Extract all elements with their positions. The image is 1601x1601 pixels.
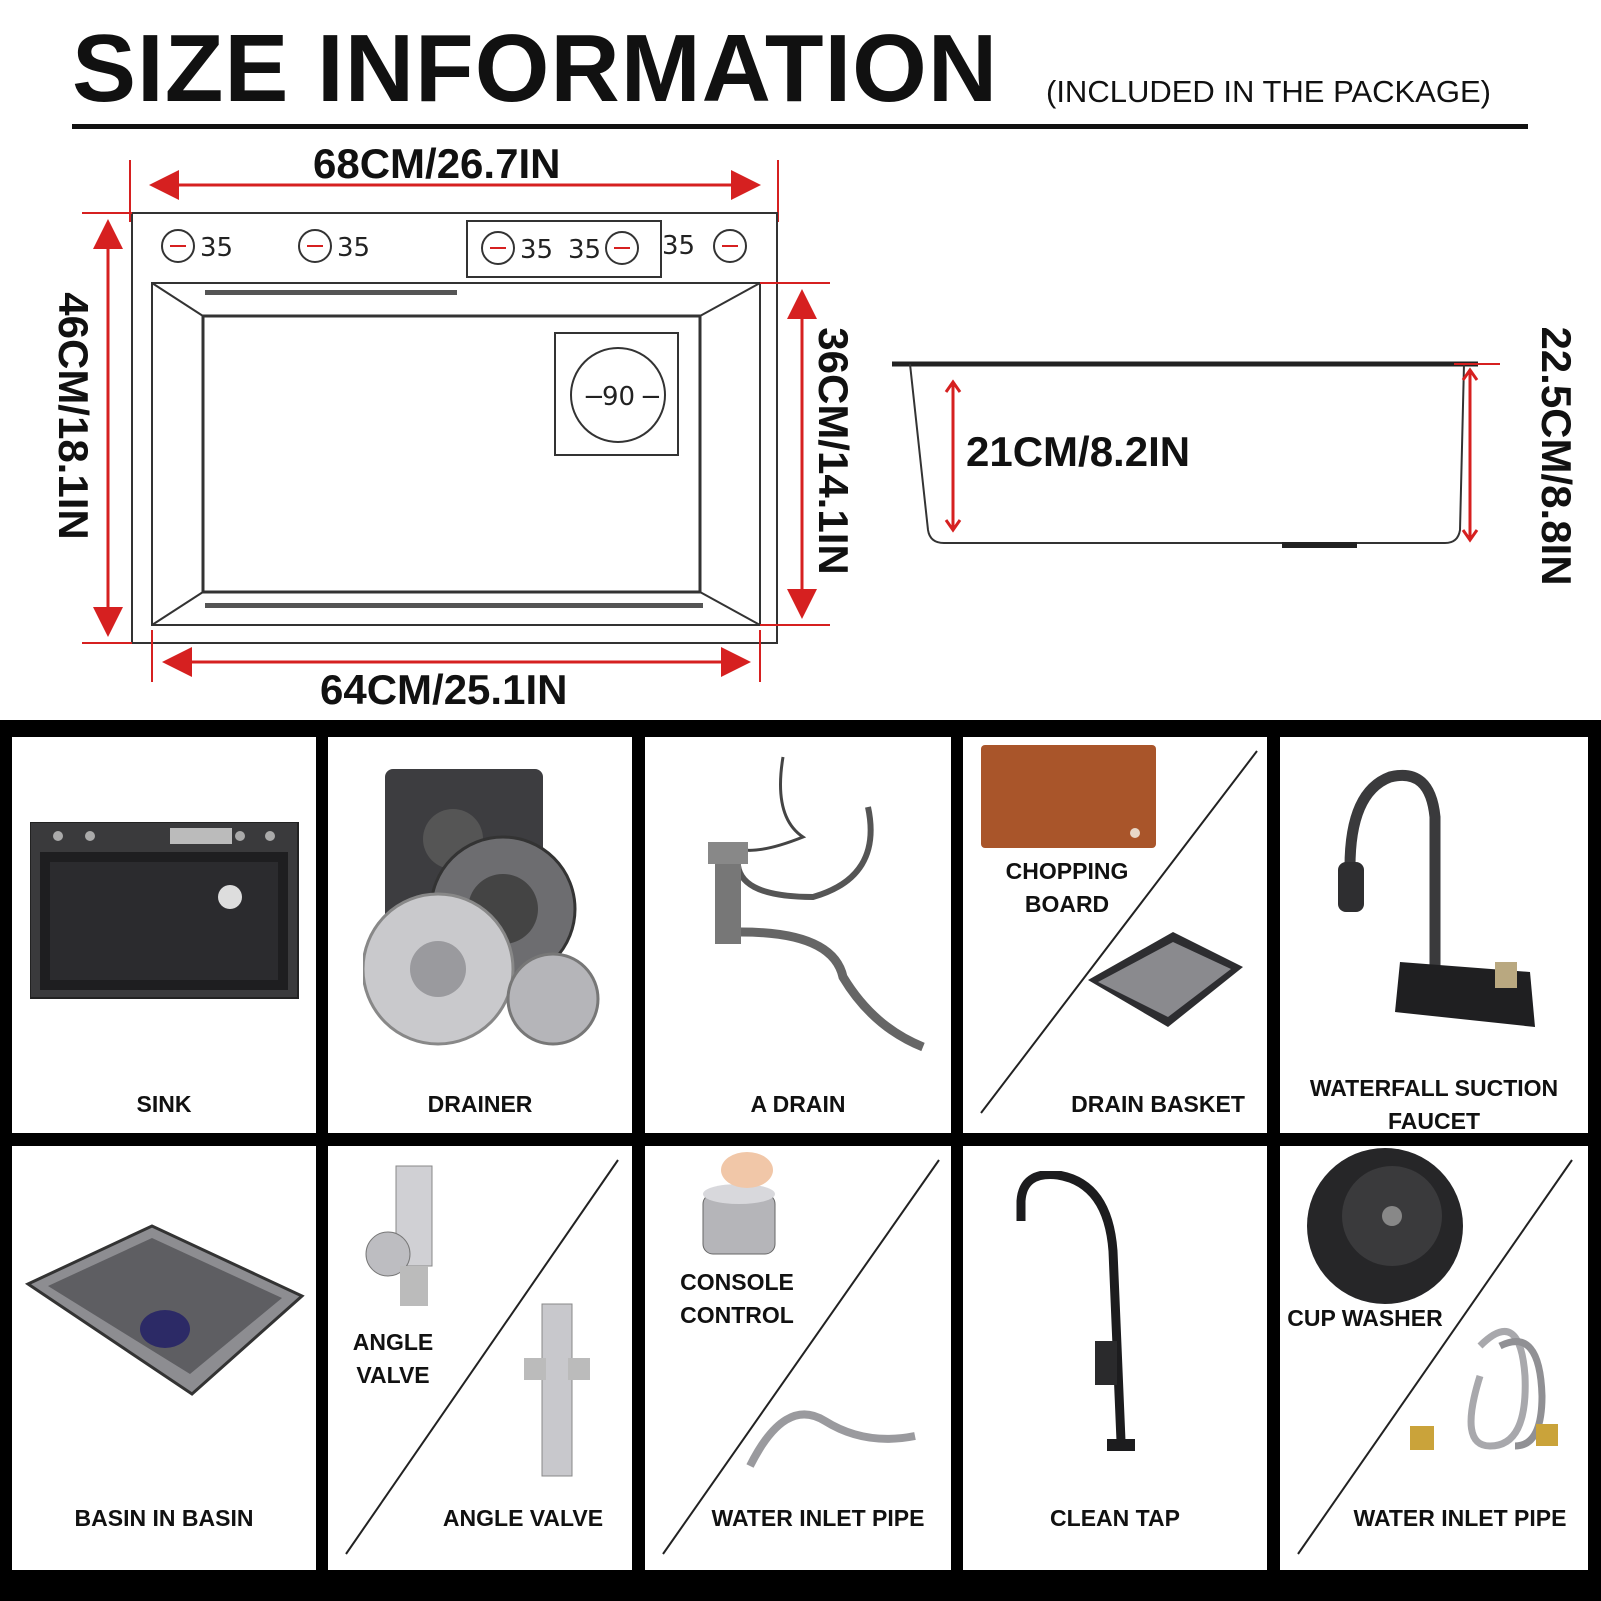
bottom-width-label: 64CM/25.1IN (320, 666, 568, 713)
package-contents-grid: SINK DRAINER A DRAIN (0, 720, 1601, 1601)
angle-valve-label-bottom: ANGLE VALVE (442, 1505, 604, 1531)
drain-image (708, 756, 925, 1052)
hole-4-label: 35 (568, 235, 601, 265)
outer-depth-label: 22.5CM/8.8IN (1533, 326, 1580, 586)
title-divider (72, 124, 1528, 129)
sink-image (30, 822, 299, 999)
inlet-pipe-image (746, 1410, 916, 1468)
clean-tap-image (1016, 1171, 1135, 1451)
basin-image (24, 1224, 305, 1396)
water-inlet-pipe-label-1: WATER INLET PIPE (711, 1505, 925, 1531)
console-control-label: CONSOLE CONTROL (680, 1269, 794, 1328)
hole-1-label: 35 (200, 233, 233, 263)
basin-in-basin-label: BASIN IN BASIN (74, 1505, 254, 1531)
cup-washer-image (1307, 1148, 1463, 1304)
console-control-image (702, 1152, 776, 1255)
split-divider (345, 1159, 619, 1555)
faucet-holes: 35 35 35 35 35 (161, 229, 747, 265)
drainer-image (363, 769, 600, 1046)
sink-label: SINK (136, 1091, 192, 1117)
item-sink: SINK (12, 737, 316, 1133)
item-drainer: DRAINER (328, 737, 632, 1133)
item-angle-valve: ANGLE VALVE ANGLE VALVE (328, 1146, 632, 1570)
clean-tap-label: CLEAN TAP (1050, 1505, 1180, 1531)
angle-valve-image-2 (524, 1303, 590, 1477)
right-height-label: 36CM/14.1IN (810, 327, 857, 575)
sink-top-view-diagram: 90 − − 35 35 35 35 35 (82, 160, 830, 682)
hole-2-label: 35 (337, 233, 370, 263)
drainer-label: DRAINER (427, 1091, 533, 1117)
chopping-board-label: CHOPPING BOARD (1005, 858, 1129, 917)
drain-basket-image (1088, 932, 1243, 1027)
svg-text:−: − (640, 382, 662, 412)
round-hole-label: 90 (602, 382, 635, 412)
item-a-drain: A DRAIN (645, 737, 951, 1133)
split-divider (662, 1159, 940, 1555)
hole-5-label: 35 (662, 231, 695, 261)
cup-washer-label: CUP WASHER (1287, 1305, 1443, 1331)
item-chopping-board-drain-basket: CHOPPING BOARD DRAIN BASKET (963, 737, 1267, 1133)
item-waterfall-faucet: WATERFALL SUCTION FAUCET (1280, 737, 1588, 1134)
chopping-board-image (981, 745, 1156, 848)
item-cup-washer-inlet-pipe: CUP WASHER WATER INLET PIPE (1280, 1146, 1588, 1570)
waterfall-faucet-image (1338, 769, 1535, 1027)
svg-text:−: − (583, 382, 605, 412)
top-width-label: 68CM/26.7IN (313, 140, 561, 187)
page-title: SIZE INFORMATION (72, 15, 999, 122)
inlet-pipe-coil-image (1410, 1328, 1558, 1450)
left-height-label: 46CM/18.1IN (50, 292, 97, 540)
angle-valve-label-top: ANGLE VALVE (352, 1329, 434, 1388)
split-divider (1297, 1159, 1573, 1555)
item-basin-in-basin: BASIN IN BASIN (12, 1146, 316, 1570)
angle-valve-image-1 (365, 1165, 433, 1306)
waterfall-faucet-label: WATERFALL SUCTION FAUCET (1309, 1075, 1559, 1134)
a-drain-label: A DRAIN (750, 1091, 846, 1117)
drain-basket-label: DRAIN BASKET (1071, 1091, 1245, 1117)
sink-side-view-diagram (892, 361, 1500, 548)
page-subtitle: (INCLUDED IN THE PACKAGE) (1046, 74, 1491, 109)
split-divider (980, 750, 1258, 1114)
hole-3-label: 35 (520, 235, 553, 265)
inner-depth-label: 21CM/8.2IN (966, 428, 1191, 475)
item-console-control-inlet-pipe: CONSOLE CONTROL WATER INLET PIPE (645, 1146, 951, 1570)
water-inlet-pipe-label-2: WATER INLET PIPE (1353, 1505, 1567, 1531)
item-clean-tap: CLEAN TAP (963, 1146, 1267, 1570)
